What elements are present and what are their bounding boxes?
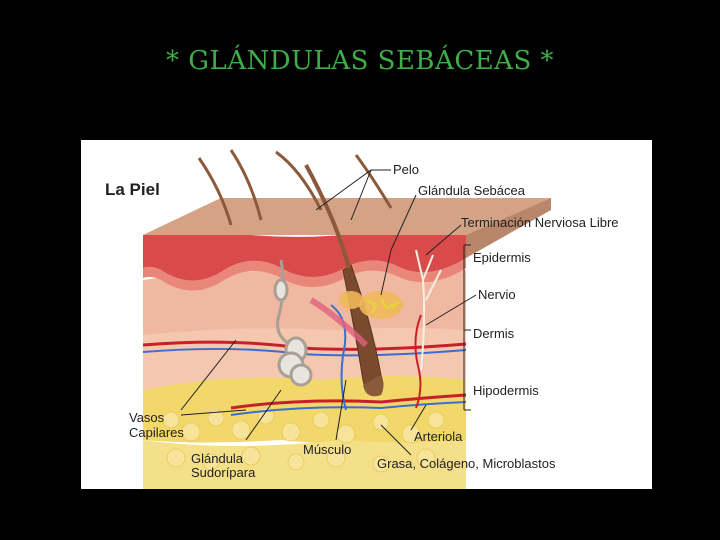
- arteriole-lower: [230, 393, 467, 410]
- skin-diagram: La Piel Pelo Glándula Sebácea Terminació…: [81, 140, 652, 489]
- nerve-endings: [415, 249, 442, 371]
- label-dermis: Dermis: [473, 326, 515, 341]
- label-epidermis: Epidermis: [473, 250, 531, 265]
- sebaceous-gland-shape: [339, 291, 403, 319]
- label-grasa: Grasa, Colágeno, Microblastos: [377, 456, 556, 471]
- vein-lower: [230, 401, 467, 416]
- hair-shaft: [304, 164, 351, 269]
- label-terminacion-nerviosa: Terminación Nerviosa Libre: [461, 215, 619, 230]
- surface-hairs: [197, 149, 393, 226]
- sweat-gland: [273, 259, 313, 387]
- epidermis-layer: [143, 230, 466, 281]
- diagram-heading: La Piel: [105, 180, 160, 199]
- label-glandula-sudoripara-line2: Sudorípara: [191, 465, 256, 480]
- fat-cells: [162, 407, 445, 473]
- label-glandula-sebacea: Glándula Sebácea: [418, 183, 526, 198]
- label-glandula-sudoripara-line1: Glándula: [191, 451, 244, 466]
- label-nervio: Nervio: [478, 287, 516, 302]
- label-hipodermis: Hipodermis: [473, 383, 539, 398]
- slide-title: * GLÁNDULAS SEBÁCEAS *: [165, 46, 555, 76]
- label-vasos-line2: Capilares: [129, 425, 184, 440]
- skin-cross-section: La Piel Pelo Glándula Sebácea Terminació…: [105, 149, 619, 489]
- label-pelo: Pelo: [393, 162, 419, 177]
- label-arteriola: Arteriola: [414, 429, 463, 444]
- leader-lines: [180, 169, 477, 456]
- label-vasos-line1: Vasos: [129, 410, 165, 425]
- label-musculo: Músculo: [303, 442, 351, 457]
- arrector-muscle: [309, 297, 369, 348]
